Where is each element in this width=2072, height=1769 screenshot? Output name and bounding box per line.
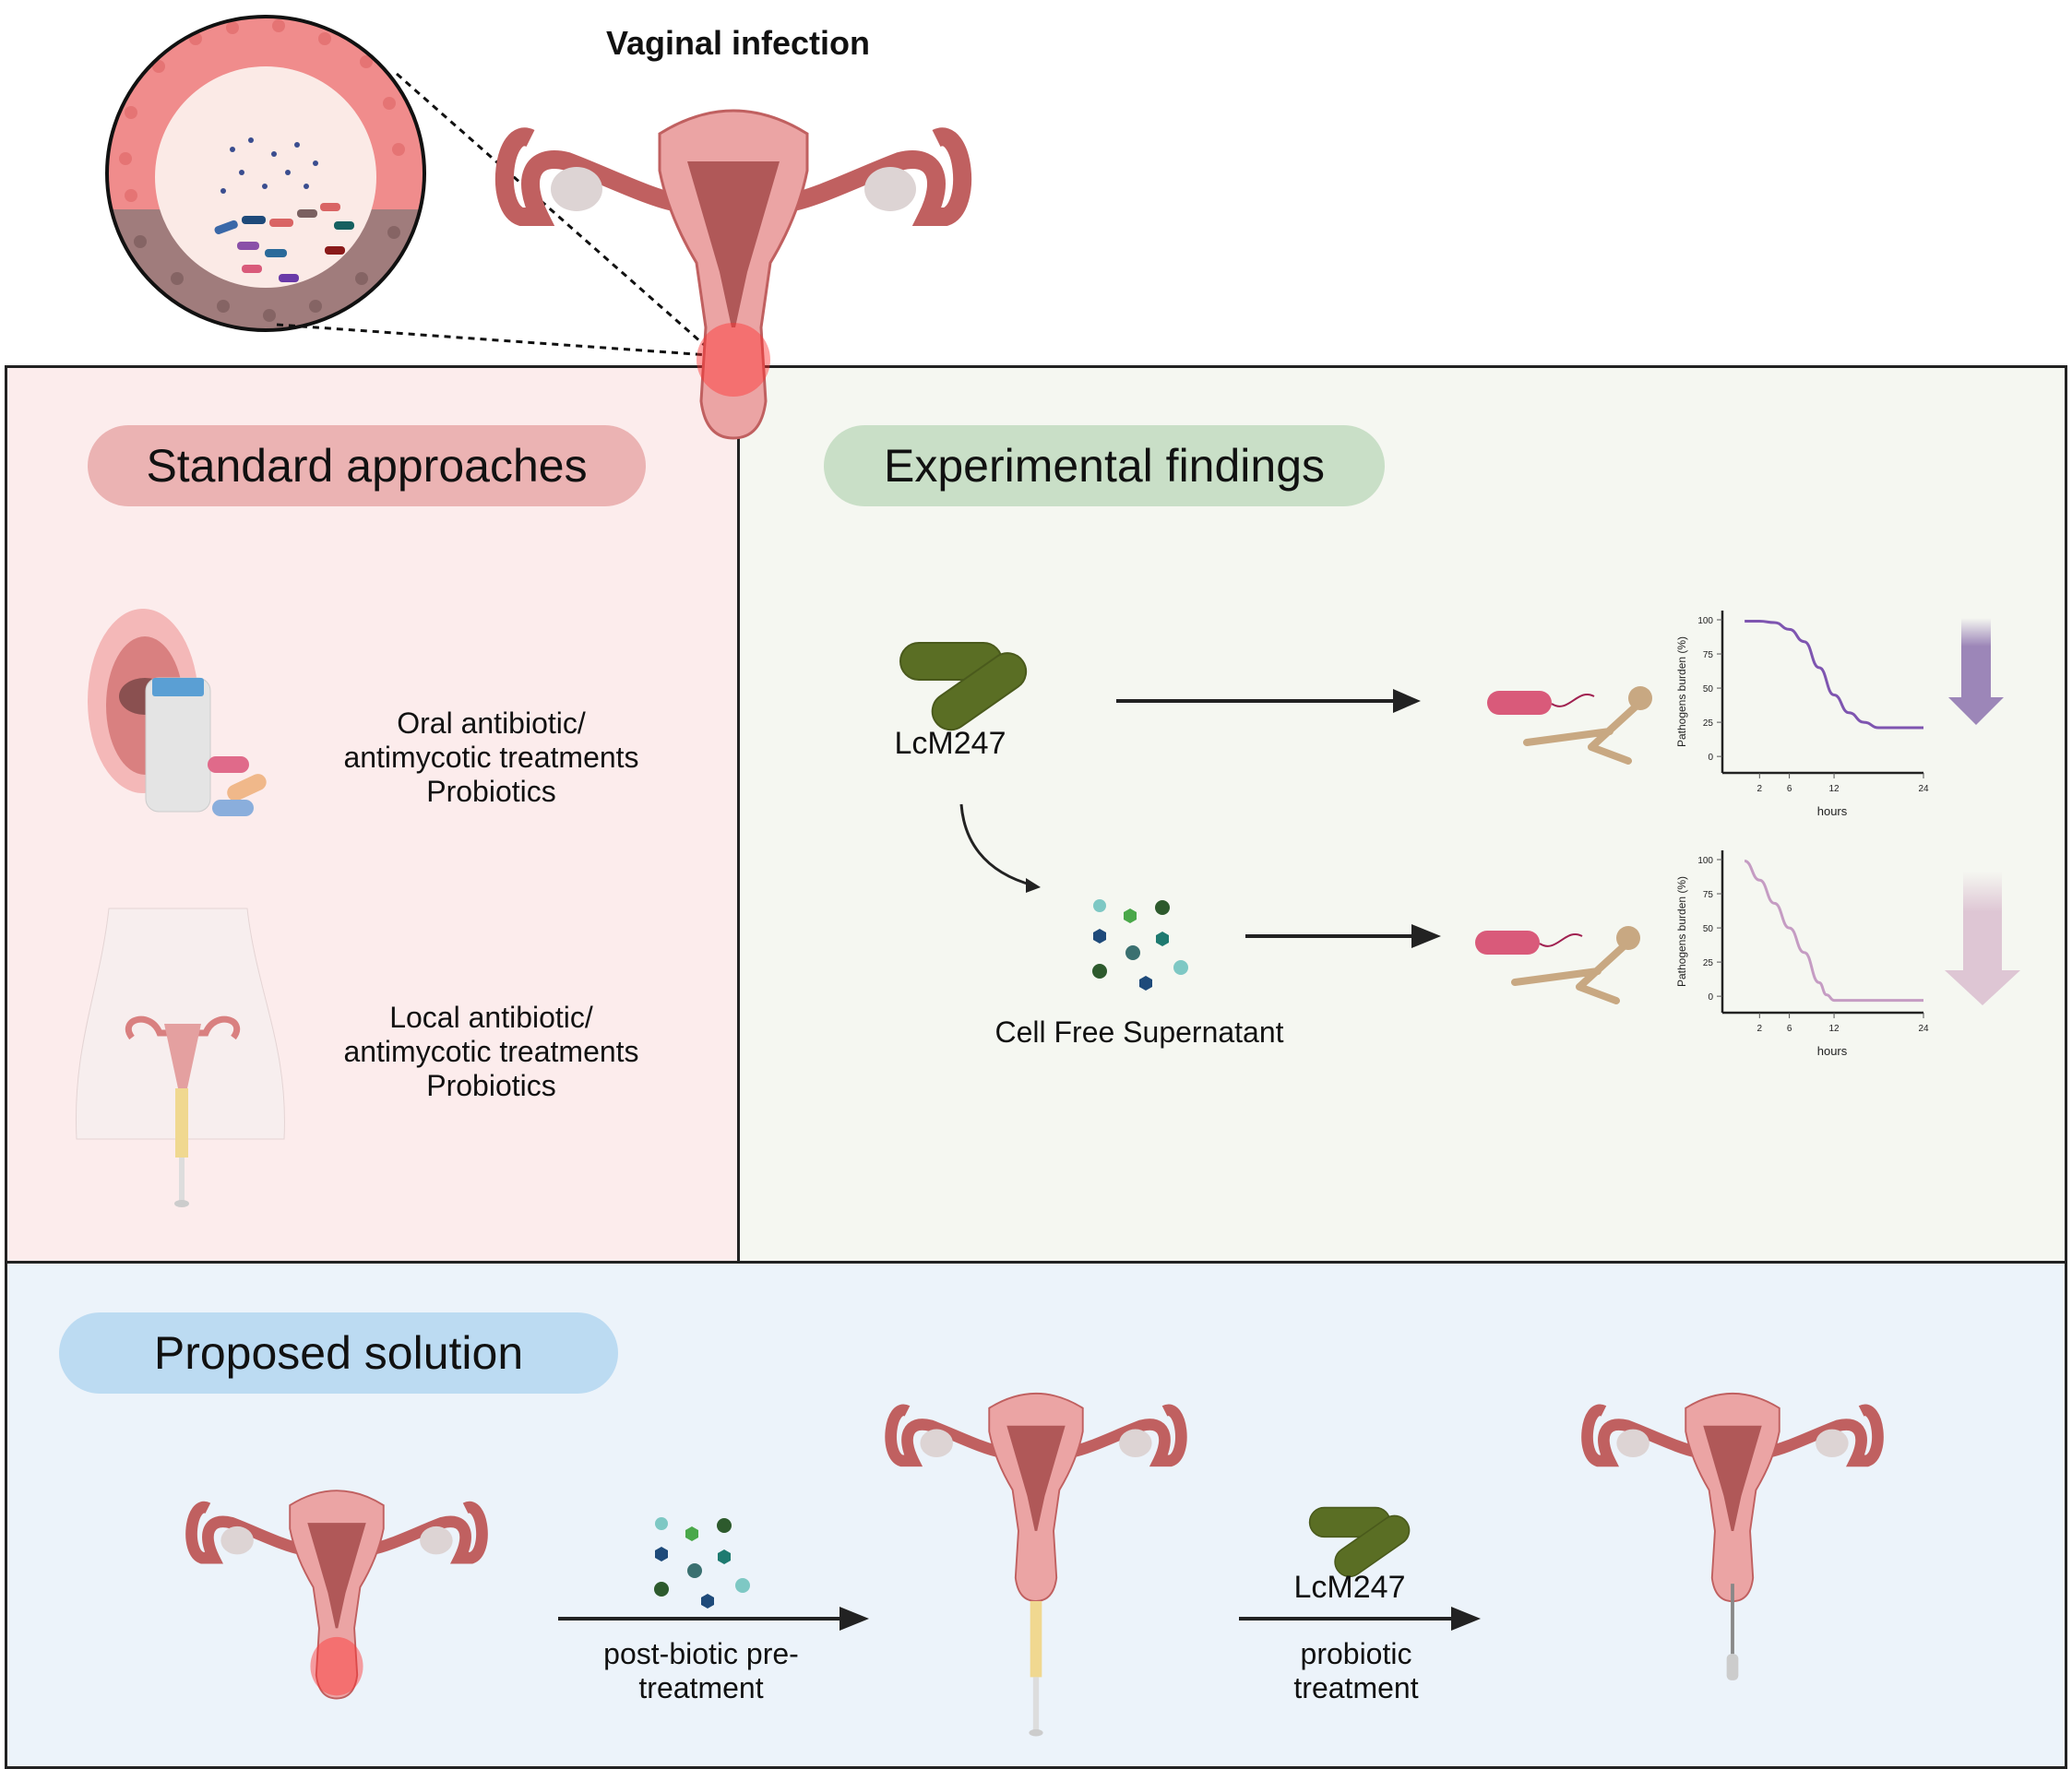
local-treatment-line-1: Local antibiotic/ <box>389 1001 593 1034</box>
y-tick-label: 0 <box>1708 992 1713 1003</box>
chart-supernatant: 0 25 50 75 100 2 6 12 24 hours Pathogens burden (%… <box>1675 850 1929 1058</box>
lcm247-bacteria-icon <box>1308 1506 1411 1578</box>
supernatant-label: Cell Free Supernatant <box>994 1015 1284 1049</box>
zoom-connector-lines <box>276 72 709 357</box>
postbiotic-molecules-icon <box>654 1517 750 1609</box>
x-tick-label: 12 <box>1829 784 1840 794</box>
figure-title: Vaginal infection <box>605 24 871 62</box>
chart-lcm247: 0 25 50 75 100 2 6 12 24 hours Pathogens burden (%… <box>1675 611 1929 818</box>
postbiotic-label-line-1: post-biotic pre- <box>603 1637 799 1670</box>
decrease-arrow-icon <box>1945 872 2020 1005</box>
uterus-infected-icon <box>185 1490 488 1700</box>
y-tick-label: 75 <box>1703 650 1714 660</box>
oral-treatment-line-1: Oral antibiotic/ <box>397 706 586 740</box>
probiotic-step-label: probiotic treatment <box>1245 1637 1467 1705</box>
uterus-infected-icon <box>494 109 972 440</box>
probiotic-label-line-1: probiotic <box>1300 1637 1412 1670</box>
mouth-pills-icon <box>88 609 267 816</box>
uterus-healthy-icon <box>1581 1393 1884 1680</box>
series-line <box>1744 859 1923 1003</box>
arrow-postbiotic-step <box>558 1607 869 1631</box>
probiotic-label-line-2: treatment <box>1293 1671 1419 1704</box>
standard-approaches-heading: Standard approaches <box>88 425 646 506</box>
pathogens-icon <box>1475 926 1640 1004</box>
postbiotic-step-label: post-biotic pre- treatment <box>572 1637 830 1705</box>
epithelium-magnification-icon <box>105 15 426 332</box>
pathogens-icon <box>1487 686 1652 765</box>
x-tick-label: 24 <box>1918 784 1929 794</box>
x-axis-label: hours <box>1817 1044 1848 1058</box>
uterus-syringe-icon <box>885 1393 1187 1737</box>
local-treatment-line-3: Probiotics <box>426 1069 556 1102</box>
oral-treatment-line-3: Probiotics <box>426 775 556 808</box>
lcm247-label: LcM247 <box>894 726 1006 761</box>
arrow-lcm247-to-pathogens <box>1116 689 1421 713</box>
y-tick-label: 25 <box>1703 958 1714 968</box>
y-axis-label: Pathogens burden (%) <box>1675 636 1688 747</box>
proposed-solution-heading: Proposed solution <box>59 1312 618 1394</box>
oral-treatment-text: Oral antibiotic/ antimycotic treatments … <box>309 706 673 809</box>
arrow-supernatant-to-pathogens <box>1245 924 1441 948</box>
y-tick-label: 25 <box>1703 718 1714 729</box>
y-tick-label: 100 <box>1697 856 1713 866</box>
x-tick-label: 2 <box>1757 784 1763 794</box>
x-tick-label: 24 <box>1918 1024 1929 1034</box>
x-tick-label: 12 <box>1829 1024 1840 1034</box>
x-tick-label: 6 <box>1787 1024 1792 1034</box>
x-tick-label: 2 <box>1757 1024 1763 1034</box>
step2-strain-label: LcM247 <box>1293 1570 1406 1605</box>
y-tick-label: 50 <box>1703 684 1714 695</box>
arrow-probiotic-step <box>1239 1607 1481 1631</box>
y-tick-label: 100 <box>1697 616 1713 626</box>
lcm247-bacteria-icon <box>899 642 1028 731</box>
curved-arrow-to-supernatant <box>959 803 1041 893</box>
supernatant-molecules-icon <box>1092 899 1188 991</box>
local-treatment-line-2: antimycotic treatments <box>343 1035 639 1068</box>
body-syringe-icon <box>75 908 285 1207</box>
y-tick-label: 0 <box>1708 753 1713 763</box>
y-tick-label: 75 <box>1703 890 1714 900</box>
x-axis-label: hours <box>1817 804 1848 818</box>
experimental-findings-panel <box>737 365 2067 1264</box>
decrease-arrow-icon <box>1948 618 2004 725</box>
y-tick-label: 50 <box>1703 924 1714 934</box>
postbiotic-label-line-2: treatment <box>638 1671 764 1704</box>
experimental-findings-heading: Experimental findings <box>824 425 1385 506</box>
series-line <box>1745 619 1923 730</box>
x-tick-label: 6 <box>1787 784 1792 794</box>
local-treatment-text: Local antibiotic/ antimycotic treatments… <box>309 1001 673 1103</box>
oral-treatment-line-2: antimycotic treatments <box>343 741 639 774</box>
y-axis-label: Pathogens burden (%) <box>1675 876 1688 987</box>
